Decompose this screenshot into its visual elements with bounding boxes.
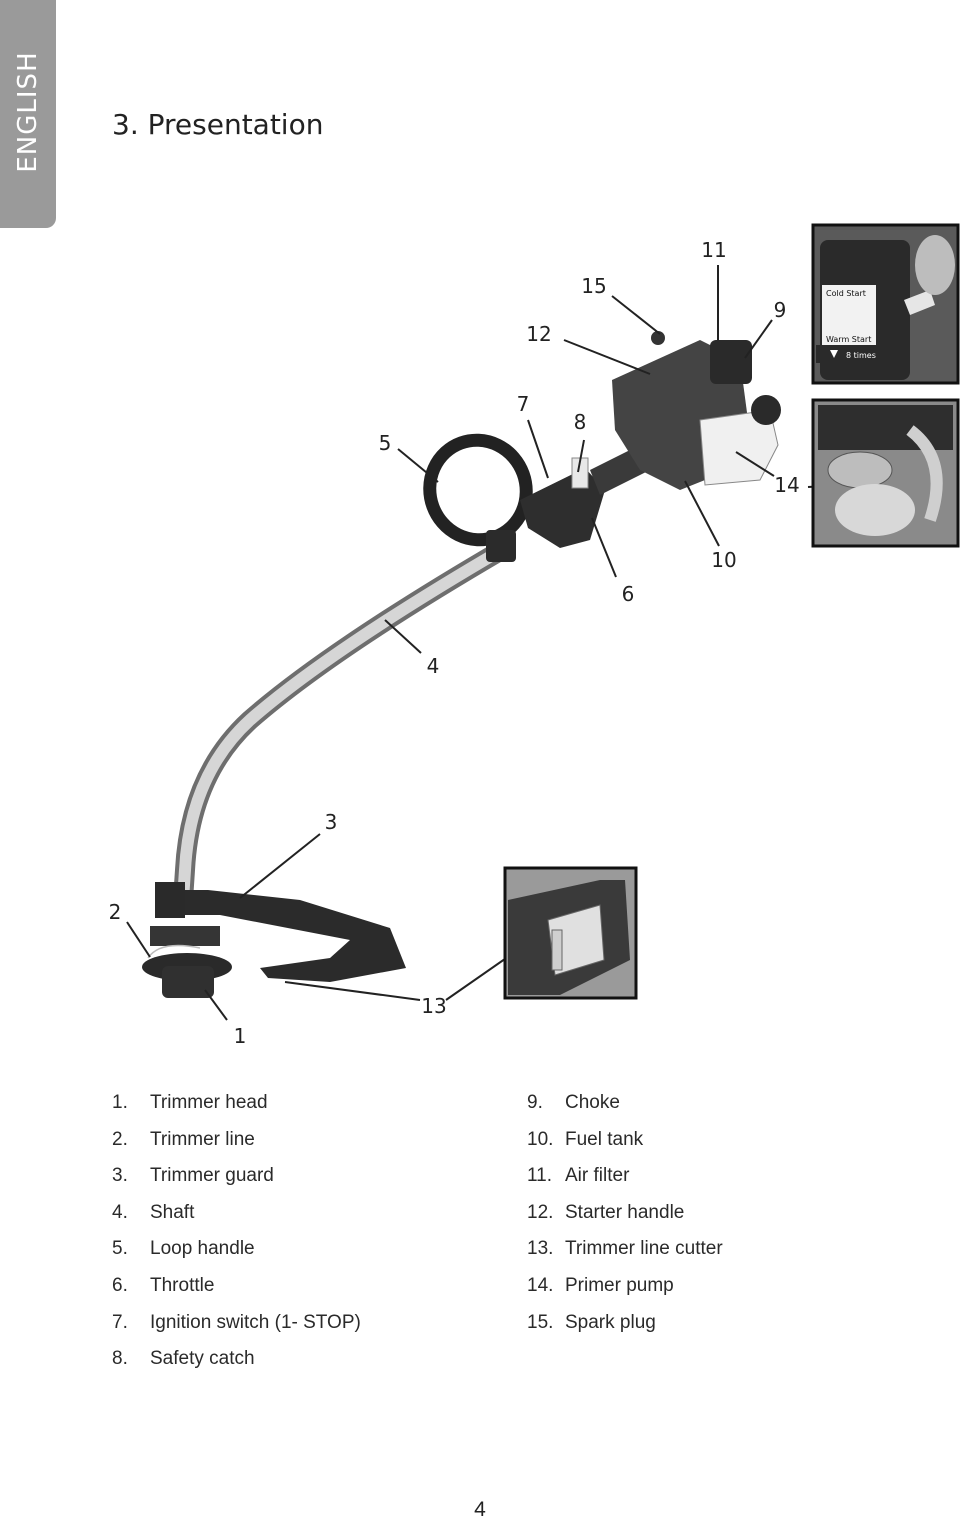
- inset-press-count-label: 8 times: [846, 351, 876, 360]
- legend-item: 3. Trimmer guard: [112, 1165, 361, 1202]
- callout-4: 4: [426, 654, 440, 678]
- callout-15: 15: [581, 274, 607, 298]
- legend-item-label: Throttle: [150, 1274, 215, 1296]
- legend-item-number: 7.: [112, 1311, 128, 1333]
- callout-1: 1: [233, 1024, 247, 1048]
- legend-item-label: Spark plug: [565, 1311, 656, 1333]
- callout-11: 11: [701, 238, 727, 262]
- page-number: 4: [474, 1498, 486, 1521]
- callout-8: 8: [573, 410, 587, 434]
- inset-cold-start-label: Cold Start: [826, 289, 866, 298]
- parts-legend-left: 1. Trimmer head 2. Trimmer line 3. Trimmer …: [112, 1092, 361, 1385]
- legend-item-number: 10.: [527, 1128, 554, 1150]
- legend-item-label: Shaft: [150, 1201, 195, 1223]
- legend-item-number: 5.: [112, 1238, 128, 1260]
- legend-item-number: 9.: [527, 1092, 543, 1113]
- legend-item: 7. Ignition switch (1- STOP): [112, 1312, 361, 1349]
- callout-6: 6: [621, 582, 635, 606]
- legend-item: 10. Fuel tank: [527, 1129, 723, 1166]
- legend-item: 14. Primer pump: [527, 1275, 723, 1312]
- legend-item-label: Ignition switch (1- STOP): [150, 1311, 361, 1333]
- legend-item-number: 12.: [527, 1201, 554, 1223]
- legend-item-label: Air filter: [565, 1165, 630, 1187]
- callout-10: 10: [711, 548, 737, 572]
- parts-legend-right: 9. Choke 10. Fuel tank 11. Air filter 12. St…: [527, 1092, 723, 1348]
- trimmer-illustration: Cold Start Warm Start 8 times 1 2 3 4 5 …: [108, 223, 960, 1048]
- legend-item-number: 3.: [112, 1165, 128, 1187]
- legend-item-number: 4.: [112, 1201, 128, 1223]
- legend-item-number: 11.: [527, 1165, 553, 1187]
- legend-item: 4. Shaft: [112, 1202, 361, 1239]
- legend-item-label: Trimmer line: [150, 1128, 255, 1150]
- legend-item-number: 1.: [112, 1092, 128, 1113]
- legend-item: 13. Trimmer line cutter: [527, 1238, 723, 1275]
- callout-14: 14: [774, 473, 800, 497]
- legend-item-number: 2.: [112, 1128, 128, 1150]
- legend-item: 1. Trimmer head: [112, 1092, 361, 1129]
- legend-item-label: Trimmer guard: [150, 1165, 274, 1187]
- legend-item-number: 6.: [112, 1274, 128, 1296]
- legend-item-label: Fuel tank: [565, 1128, 644, 1150]
- legend-item: 8. Safety catch: [112, 1348, 361, 1385]
- legend-item: 11. Air filter: [527, 1165, 723, 1202]
- legend-item-label: Primer pump: [565, 1274, 674, 1296]
- callout-12: 12: [526, 322, 552, 346]
- callout-3: 3: [324, 810, 338, 834]
- legend-item-label: Loop handle: [150, 1238, 255, 1260]
- callout-13: 13: [421, 994, 447, 1018]
- legend-item-label: Choke: [565, 1092, 620, 1113]
- legend-item-label: Trimmer head: [150, 1092, 268, 1113]
- legend-item-label: Trimmer line cutter: [565, 1238, 723, 1260]
- legend-item-number: 13.: [527, 1238, 554, 1260]
- legend-item-number: 14.: [527, 1274, 554, 1296]
- language-tab: ENGLISH: [0, 0, 56, 228]
- legend-item: 15. Spark plug: [527, 1312, 723, 1349]
- inset-warm-start-label: Warm Start: [826, 335, 871, 344]
- legend-item-number: 8.: [112, 1348, 128, 1370]
- legend-item: 6. Throttle: [112, 1275, 361, 1312]
- legend-item: 12. Starter handle: [527, 1202, 723, 1239]
- legend-item-label: Starter handle: [565, 1201, 685, 1223]
- section-title: 3. Presentation: [112, 108, 324, 141]
- legend-item: 5. Loop handle: [112, 1238, 361, 1275]
- legend-item-number: 15.: [527, 1311, 554, 1333]
- legend-item-label: Safety catch: [150, 1348, 255, 1370]
- callout-2: 2: [108, 900, 122, 924]
- callout-9: 9: [773, 298, 787, 322]
- callout-5: 5: [378, 431, 392, 455]
- legend-item: 2. Trimmer line: [112, 1129, 361, 1166]
- legend-item: 9. Choke: [527, 1092, 723, 1129]
- callout-7: 7: [516, 392, 530, 416]
- trimmer-drawing: Cold Start Warm Start 8 times: [126, 223, 960, 1021]
